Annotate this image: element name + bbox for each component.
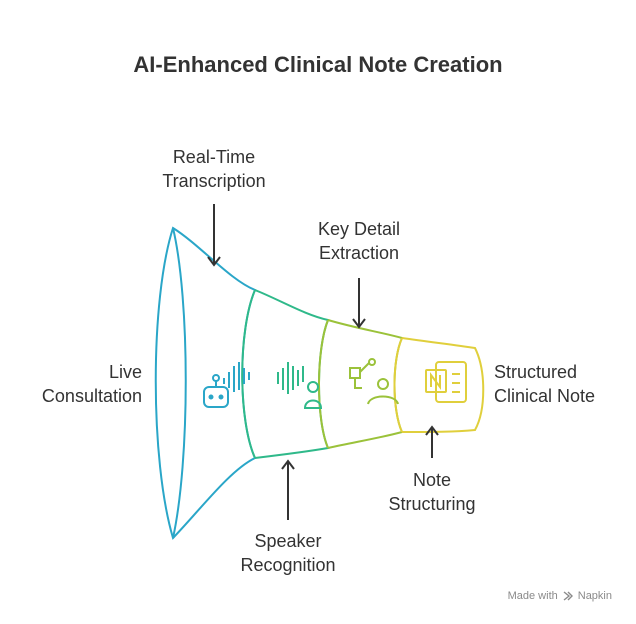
arrow-note-structuring (425, 425, 439, 458)
label-live-consultation: Live Consultation (41, 362, 142, 406)
arrow-speaker-recognition (281, 459, 295, 520)
arrow-key-detail-extraction (352, 278, 366, 329)
footer-credit: Made with Napkin (508, 590, 612, 602)
funnel-segment-1 (154, 226, 257, 540)
label-real-time-transcription: Real-Time Transcription (162, 147, 266, 191)
page-title: AI-Enhanced Clinical Note Creation (133, 52, 503, 77)
label-key-detail-extraction: Key Detail Extraction (317, 219, 401, 263)
funnel-segment-4 (401, 337, 485, 433)
person-soundwave-icon (277, 362, 323, 409)
label-speaker-recognition: Speaker Recognition (240, 531, 336, 575)
made-with-text: Made with (507, 590, 558, 602)
arrow-real-time-transcription (207, 204, 221, 267)
robot-soundwave-icon (203, 362, 250, 408)
label-structured-clinical-note: Structured Clinical Note (494, 362, 596, 406)
person-nodes-icon (349, 358, 399, 405)
napkin-logo-icon (563, 591, 573, 601)
funnel-segment-2 (254, 289, 330, 459)
funnel-segment-3 (327, 319, 404, 449)
brand-name: Napkin (577, 590, 612, 602)
notebook-icon (425, 361, 467, 403)
label-note-structuring: Note Structuring (388, 470, 476, 514)
